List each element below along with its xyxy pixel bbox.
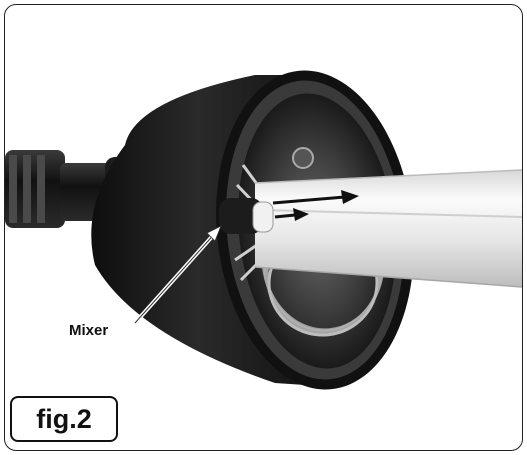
flow-arrows (272, 190, 359, 221)
figure-frame: Mixer (4, 4, 523, 451)
product-photo (5, 70, 522, 390)
mixer-label: Mixer (69, 322, 109, 339)
mixer-callout-line (133, 225, 222, 325)
figure-number-badge: fig.2 (10, 396, 118, 442)
